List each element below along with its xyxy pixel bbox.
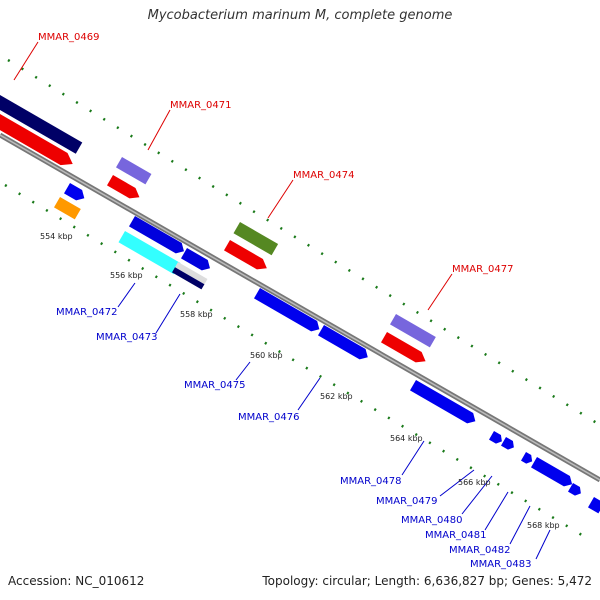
inner-tick-track — [4, 183, 591, 542]
kbp-label: 554 kbp — [40, 232, 73, 241]
kbp-label: 556 kbp — [110, 271, 143, 280]
forward-labels: MMAR_0469 MMAR_0471 MMAR_0474 MMAR_0477 — [38, 32, 514, 275]
gene-small-blue[interactable] — [64, 183, 87, 203]
gene-mmar-0471[interactable] — [107, 175, 142, 202]
kbp-label: 560 kbp — [250, 351, 283, 360]
gene-label-mmar-0471[interactable]: MMAR_0471 — [170, 100, 232, 111]
gene-mmar-0473[interactable] — [172, 267, 205, 290]
forward-genes — [0, 90, 436, 366]
gene-mmar-0480[interactable] — [501, 437, 516, 452]
gene-mmar-0477-purple[interactable] — [390, 314, 436, 348]
kbp-label: 562 kbp — [320, 392, 353, 401]
gene-label-mmar-0483[interactable]: MMAR_0483 — [470, 559, 532, 570]
gene-label-mmar-0476[interactable]: MMAR_0476 — [238, 412, 300, 423]
reverse-labels: MMAR_0472 MMAR_0473 MMAR_0475 MMAR_0476 … — [56, 307, 532, 570]
gene-label-mmar-0478[interactable]: MMAR_0478 — [340, 476, 402, 487]
gene-blue-small[interactable] — [181, 248, 213, 273]
gene-mmar-0472-blue[interactable] — [129, 216, 187, 256]
gene-mmar-0483[interactable] — [568, 483, 583, 498]
gene-mmar-0474-olive[interactable] — [233, 222, 279, 256]
gene-label-mmar-0473[interactable]: MMAR_0473 — [96, 332, 158, 343]
gene-label-mmar-0474[interactable]: MMAR_0474 — [293, 170, 355, 181]
gene-label-mmar-0482[interactable]: MMAR_0482 — [449, 545, 511, 556]
gene-label-mmar-0481[interactable]: MMAR_0481 — [425, 530, 487, 541]
gene-edge[interactable] — [588, 497, 600, 514]
gene-mmar-0477[interactable] — [381, 332, 429, 366]
gene-mmar-0469[interactable] — [0, 109, 76, 170]
gene-label-mmar-0477[interactable]: MMAR_0477 — [452, 264, 514, 275]
gene-label-mmar-0475[interactable]: MMAR_0475 — [184, 380, 246, 391]
genome-title: Mycobacterium marinum M, complete genome — [147, 8, 453, 23]
gene-mmar-0478[interactable] — [410, 380, 478, 426]
kbp-label: 566 kbp — [458, 478, 491, 487]
kbp-label: 564 kbp — [390, 434, 423, 443]
gene-orange[interactable] — [54, 197, 81, 220]
kbp-label: 568 kbp — [527, 521, 560, 530]
gene-mmar-0481[interactable] — [521, 452, 535, 466]
gene-mmar-0469-dark[interactable] — [0, 90, 83, 154]
outer-tick-track — [7, 58, 600, 427]
gene-label-mmar-0472[interactable]: MMAR_0472 — [56, 307, 118, 318]
gene-mmar-0476[interactable] — [318, 325, 371, 362]
leader-lines — [13, 41, 551, 560]
gene-mmar-0474[interactable] — [224, 240, 270, 273]
genome-backbone — [0, 132, 600, 483]
reverse-genes — [54, 183, 600, 514]
gene-label-mmar-0479[interactable]: MMAR_0479 — [376, 496, 438, 507]
gene-mmar-0479[interactable] — [489, 431, 504, 446]
gene-label-mmar-0469[interactable]: MMAR_0469 — [38, 32, 100, 43]
gene-mmar-0475[interactable] — [254, 288, 322, 334]
genome-summary-text: Topology: circular; Length: 6,636,827 bp… — [262, 574, 592, 588]
gene-mmar-0473-grey[interactable] — [175, 262, 208, 285]
gene-mmar-0471-purple[interactable] — [115, 157, 152, 185]
gene-mmar-0482[interactable] — [531, 457, 575, 489]
kbp-label: 558 kbp — [180, 310, 213, 319]
accession-text: Accession: NC_010612 — [8, 574, 145, 588]
gene-label-mmar-0480[interactable]: MMAR_0480 — [401, 515, 463, 526]
gene-mmar-0472[interactable] — [118, 231, 181, 275]
kbp-labels: 554 kbp 556 kbp 558 kbp 560 kbp 562 kbp … — [40, 232, 560, 530]
